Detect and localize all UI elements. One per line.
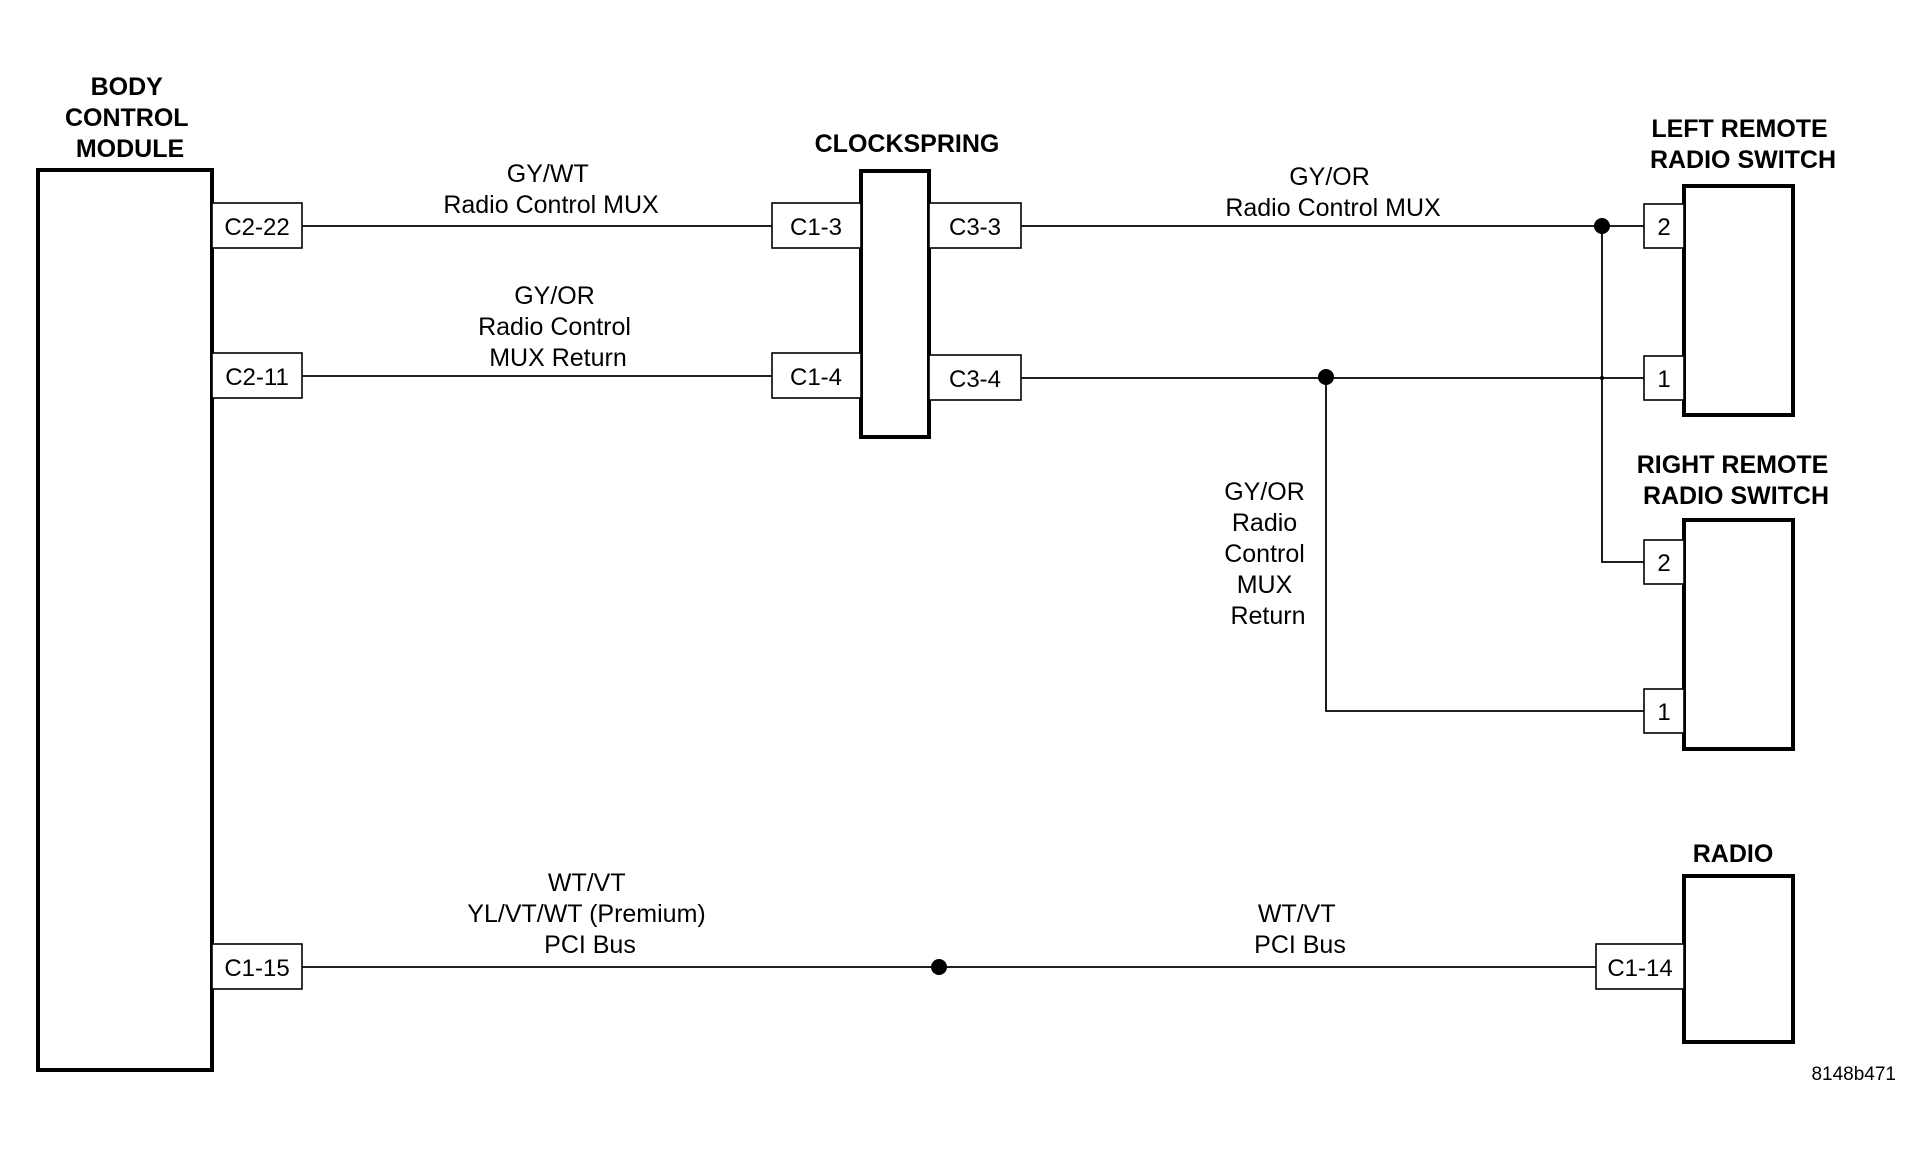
bcm-title: BODY CONTROL MODULE	[65, 73, 195, 163]
clockspring-pin-c3-3-label: C3-3	[949, 214, 1001, 241]
clockspring-pin-c3-3	[928, 202, 1022, 249]
body-control-module: BODY CONTROL MODULE C2-22 C2-11 C1-15	[36, 73, 303, 1072]
wire-mux-branch-right-pin2	[1601, 226, 1644, 563]
radio-title: RADIO	[1693, 840, 1774, 868]
clockspring-pin-c1-4-label: C1-4	[790, 364, 842, 391]
bcm-pin-c2-11	[211, 352, 303, 399]
wire-label-mux-switch: GY/OR Radio Control MUX	[1225, 163, 1441, 222]
right-switch-title: RIGHT REMOTE RADIO SWITCH	[1637, 451, 1836, 510]
right-switch-box	[1682, 518, 1795, 751]
splice-dot	[1594, 218, 1610, 234]
wire-label-mux-return-vertical: GY/OR Radio Control MUX Return	[1224, 478, 1312, 630]
clockspring-pin-c3-4	[928, 354, 1022, 401]
splice-dot	[1318, 369, 1334, 385]
right-switch-pin-2-label: 2	[1657, 550, 1670, 577]
clockspring-pin-c1-4	[771, 352, 862, 399]
wire-label-mux-bcm: GY/WT Radio Control MUX	[443, 160, 659, 219]
radio: RADIO C1-14	[1595, 840, 1795, 1044]
clockspring-title: CLOCKSPRING	[815, 130, 1000, 158]
bcm-pin-c1-15	[211, 943, 303, 990]
clockspring-pin-c1-3	[771, 202, 862, 249]
wire-label-pci-radio: WT/VT PCI Bus	[1254, 900, 1346, 959]
clockspring-box	[859, 169, 931, 439]
right-remote-radio-switch: RIGHT REMOTE RADIO SWITCH 2 1	[1637, 451, 1836, 751]
left-switch-pin-1	[1643, 355, 1685, 401]
radio-pin-c1-14-label: C1-14	[1607, 955, 1672, 982]
bcm-pin-c2-22-label: C2-22	[224, 214, 289, 241]
bcm-pin-c1-15-label: C1-15	[224, 955, 289, 982]
splice-dot	[931, 959, 947, 975]
clockspring-pin-c3-4-label: C3-4	[949, 366, 1001, 393]
figure-code: 8148b471	[1811, 1064, 1896, 1085]
left-switch-title: LEFT REMOTE RADIO SWITCH	[1650, 115, 1836, 174]
left-switch-pin-2-label: 2	[1657, 214, 1670, 241]
right-switch-pin-1-label: 1	[1657, 699, 1670, 726]
wire-label-pci-bcm: WT/VT YL/VT/WT (Premium) PCI Bus	[467, 869, 712, 959]
bcm-pin-c2-11-label: C2-11	[225, 364, 289, 391]
bcm-box	[36, 168, 214, 1072]
radio-box	[1682, 874, 1795, 1044]
bcm-pin-c2-22	[211, 202, 303, 249]
right-switch-pin-2	[1643, 539, 1685, 585]
left-remote-radio-switch: LEFT REMOTE RADIO SWITCH 2 1	[1643, 115, 1836, 417]
clockspring-pin-c1-3-label: C1-3	[790, 214, 842, 241]
wire-crossing-dot	[1599, 375, 1605, 381]
left-switch-box	[1682, 184, 1795, 417]
radio-pin-c1-14	[1595, 943, 1685, 990]
right-switch-pin-1	[1643, 688, 1685, 734]
wires	[302, 225, 1644, 968]
wire-mux-return-branch-right-pin1	[1325, 378, 1644, 712]
left-switch-pin-2	[1643, 203, 1685, 249]
wire-label-mux-return-bcm: GY/OR Radio Control MUX Return	[478, 282, 638, 372]
clockspring: CLOCKSPRING C1-3 C1-4 C3-3 C3-4	[771, 130, 1022, 439]
left-switch-pin-1-label: 1	[1657, 366, 1670, 393]
